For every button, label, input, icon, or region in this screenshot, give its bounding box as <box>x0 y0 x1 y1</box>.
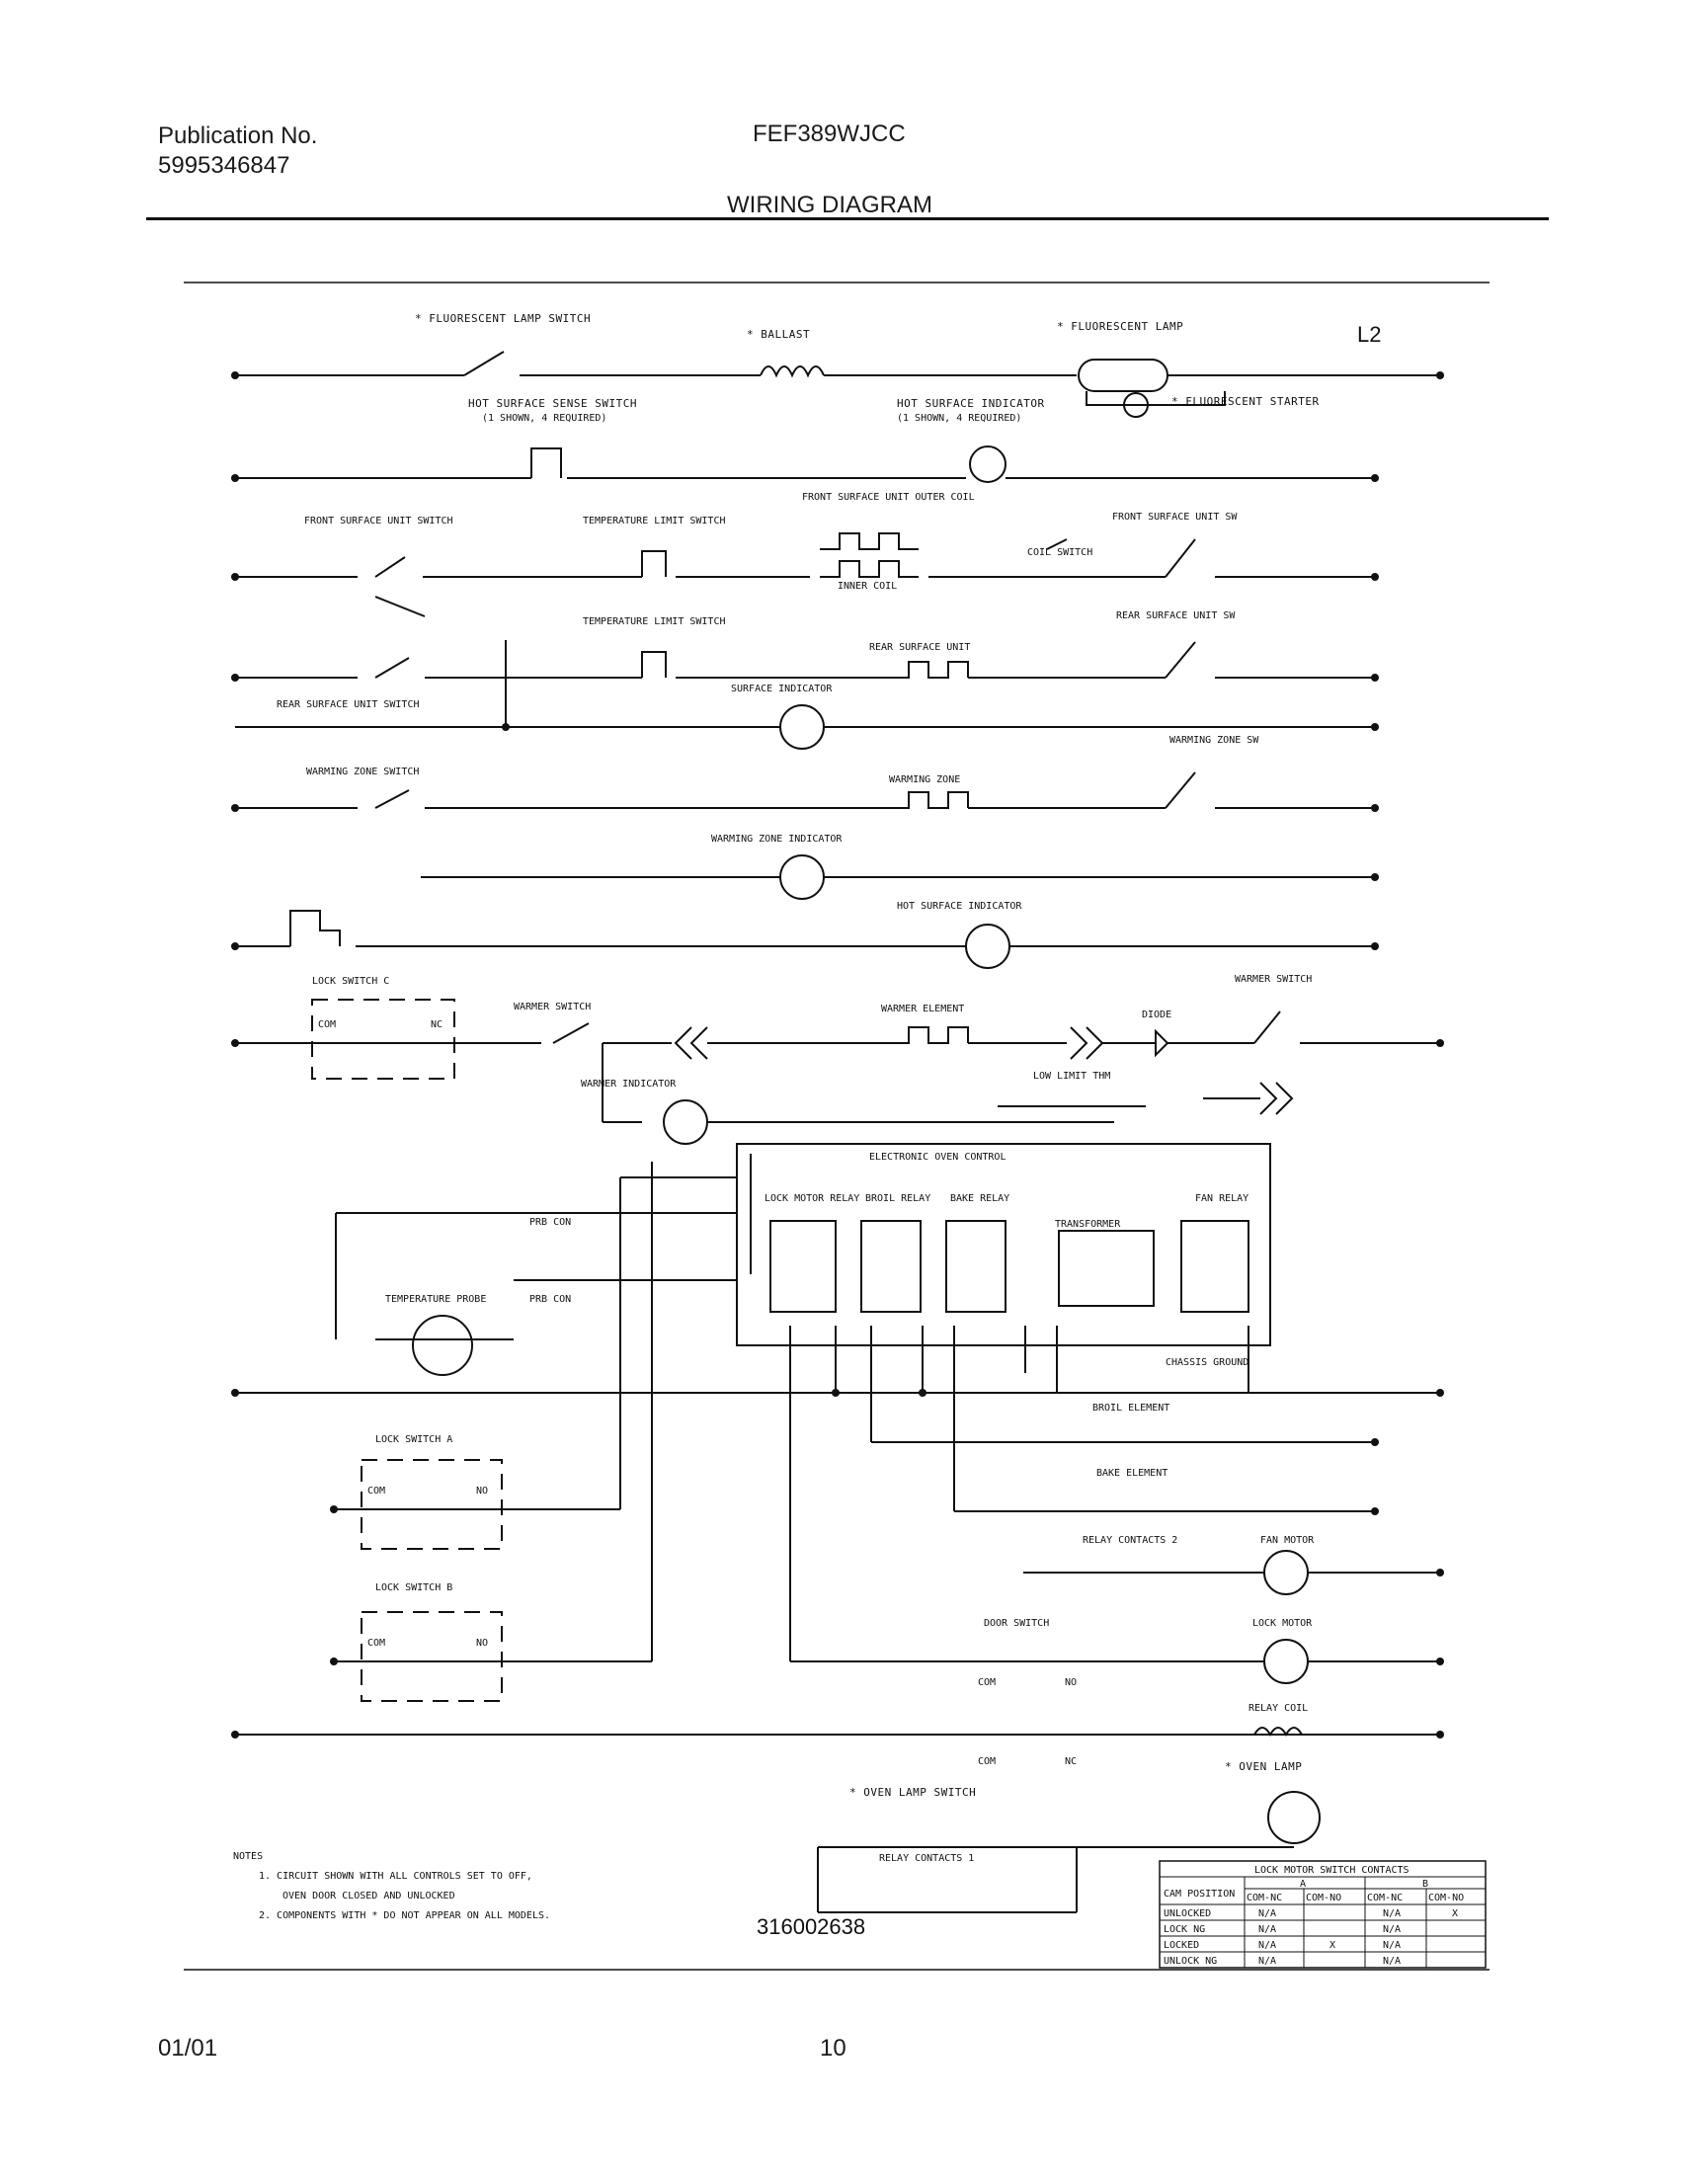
bake-relay-label: BAKE RELAY <box>950 1193 1009 1204</box>
publication-label: Publication No. <box>158 122 318 149</box>
warming-zone-label: WARMING ZONE <box>889 774 960 785</box>
inner-coil-label: INNER COIL <box>838 581 897 592</box>
fan-motor-label: FAN MOTOR <box>1260 1535 1315 1546</box>
page-title: WIRING DIAGRAM <box>727 192 932 218</box>
temperature-limit-switch-1-label: TEMPERATURE LIMIT SWITCH <box>583 516 726 526</box>
com-label: COM <box>978 1756 996 1767</box>
model-number: FEF389WJCC <box>753 121 906 147</box>
com-label: COM <box>367 1638 385 1649</box>
row-cell: N/A <box>1383 1956 1401 1967</box>
oven-lamp-label: * OVEN LAMP <box>1225 1760 1302 1773</box>
lock-switch-c-label: LOCK SWITCH C <box>312 976 389 987</box>
col-header: COM-NC <box>1247 1893 1282 1903</box>
broil-element-label: BROIL ELEMENT <box>1092 1403 1169 1414</box>
broil-relay-label: BROIL RELAY <box>865 1193 930 1204</box>
row-cell: N/A <box>1258 1956 1276 1967</box>
warmer-switch-left-label: WARMER SWITCH <box>514 1002 591 1012</box>
row-cell: N/A <box>1383 1940 1401 1951</box>
group-b-label: B <box>1422 1879 1428 1890</box>
row-cell: N/A <box>1258 1940 1276 1951</box>
row-position: UNLOCKED <box>1164 1908 1211 1919</box>
oven-lamp-switch-label: * OVEN LAMP SWITCH <box>849 1786 976 1799</box>
no-label: NO <box>1065 1677 1077 1688</box>
note-1b: OVEN DOOR CLOSED AND UNLOCKED <box>282 1891 455 1901</box>
header-rule <box>146 217 1549 220</box>
lock-switch-b-label: LOCK SWITCH B <box>375 1582 452 1593</box>
fluorescent-switch-label: * FLUORESCENT LAMP SWITCH <box>415 312 591 325</box>
cam-position-label: CAM POSITION <box>1164 1889 1235 1900</box>
col-header: COM-NC <box>1367 1893 1403 1903</box>
footer-date: 01/01 <box>158 2035 218 2062</box>
front-surface-outer-coil-label: FRONT SURFACE UNIT OUTER COIL <box>802 492 975 503</box>
fluorescent-lamp-label: * FLUORESCENT LAMP <box>1057 320 1183 333</box>
warmer-switch-right-label: WARMER SWITCH <box>1235 974 1312 985</box>
relay-coil-label: RELAY COIL <box>1248 1703 1308 1714</box>
com-label: COM <box>978 1677 996 1688</box>
electronic-oven-control-label: ELECTRONIC OVEN CONTROL <box>869 1152 1006 1163</box>
page-number: 10 <box>820 2035 846 2062</box>
rear-surface-unit-label: REAR SURFACE UNIT <box>869 642 970 653</box>
no-label: NO <box>476 1638 488 1649</box>
bake-element-label: BAKE ELEMENT <box>1096 1468 1168 1479</box>
hot-surface-indicator-top-label: HOT SURFACE INDICATOR <box>897 397 1045 410</box>
warming-zone-indicator-label: WARMING ZONE INDICATOR <box>711 834 843 845</box>
fan-relay-label: FAN RELAY <box>1195 1193 1248 1204</box>
contact-table-title: LOCK MOTOR SWITCH CONTACTS <box>1254 1865 1409 1876</box>
row-position: LOCKED <box>1164 1940 1199 1951</box>
relay-contacts-2-label: RELAY CONTACTS 2 <box>1083 1535 1177 1546</box>
temperature-probe-label: TEMPERATURE PROBE <box>385 1294 486 1305</box>
group-a-label: A <box>1300 1879 1306 1890</box>
relay-contacts-1-label: RELAY CONTACTS 1 <box>879 1853 974 1864</box>
row-cell: N/A <box>1383 1924 1401 1935</box>
probe-connector-1-label: PRB CON <box>529 1217 571 1228</box>
diode-label: DIODE <box>1142 1010 1171 1020</box>
row-cell: N/A <box>1383 1908 1401 1919</box>
notes-heading: NOTES <box>233 1851 263 1862</box>
publication-number: 5995346847 <box>158 152 290 179</box>
com-label: COM <box>318 1019 336 1030</box>
lock-motor-relay-label: LOCK MOTOR RELAY <box>765 1193 859 1204</box>
col-header: COM-NO <box>1306 1893 1341 1903</box>
row-cell: N/A <box>1258 1908 1276 1919</box>
fluorescent-starter-label: * FLUORESCENT STARTER <box>1171 395 1320 408</box>
note-2: 2. COMPONENTS WITH * DO NOT APPEAR ON AL… <box>259 1910 550 1921</box>
chassis-ground-label: CHASSIS GROUND <box>1166 1357 1248 1368</box>
lock-motor-label: LOCK MOTOR <box>1252 1618 1313 1629</box>
row-cell: X <box>1329 1940 1335 1951</box>
warmer-element-label: WARMER ELEMENT <box>881 1004 964 1014</box>
row-position: LOCK NG <box>1164 1924 1205 1935</box>
hot-surface-sense-switch-label: HOT SURFACE SENSE SWITCH <box>468 397 637 410</box>
lock-switch-a-label: LOCK SWITCH A <box>375 1434 452 1445</box>
temperature-limit-switch-2-label: TEMPERATURE LIMIT SWITCH <box>583 616 726 627</box>
rear-surface-unit-sw-label: REAR SURFACE UNIT SW <box>1116 610 1236 621</box>
row-position: UNLOCK NG <box>1164 1956 1217 1967</box>
nc-label: NC <box>1065 1756 1077 1767</box>
col-header: COM-NO <box>1428 1893 1464 1903</box>
front-surface-unit-switch-label: FRONT SURFACE UNIT SWITCH <box>304 516 453 526</box>
low-limit-thermostat-label: LOW LIMIT THM <box>1033 1071 1110 1082</box>
line-l2-label: L2 <box>1357 322 1381 347</box>
hot-surface-sense-switch-note: (1 SHOWN, 4 REQUIRED) <box>482 413 606 424</box>
ballast-label: * BALLAST <box>747 328 810 341</box>
door-switch-label: DOOR SWITCH <box>984 1618 1049 1629</box>
warming-zone-sw-label: WARMING ZONE SW <box>1169 735 1259 746</box>
rear-surface-unit-switch-label: REAR SURFACE UNIT SWITCH <box>277 699 420 710</box>
com-label: COM <box>367 1486 385 1496</box>
hot-surface-indicator-top-note: (1 SHOWN, 4 REQUIRED) <box>897 413 1021 424</box>
probe-connector-2-label: PRB CON <box>529 1294 571 1305</box>
note-1a: 1. CIRCUIT SHOWN WITH ALL CONTROLS SET T… <box>259 1871 532 1882</box>
front-surface-unit-sw-label: FRONT SURFACE UNIT SW <box>1112 512 1238 523</box>
transformer-label: TRANSFORMER <box>1055 1219 1121 1230</box>
surface-indicator-label: SURFACE INDICATOR <box>731 684 833 694</box>
warming-zone-switch-label: WARMING ZONE SWITCH <box>306 767 419 777</box>
nc-label: NC <box>431 1019 443 1030</box>
coil-switch-label: COIL SWITCH <box>1027 547 1092 558</box>
row-cell: X <box>1452 1908 1458 1919</box>
hot-surface-indicator-label: HOT SURFACE INDICATOR <box>897 901 1022 912</box>
row-cell: N/A <box>1258 1924 1276 1935</box>
diagram-part-number: 316002638 <box>757 1914 865 1939</box>
warmer-indicator-label: WARMER INDICATOR <box>581 1079 677 1090</box>
no-label: NO <box>476 1486 488 1496</box>
